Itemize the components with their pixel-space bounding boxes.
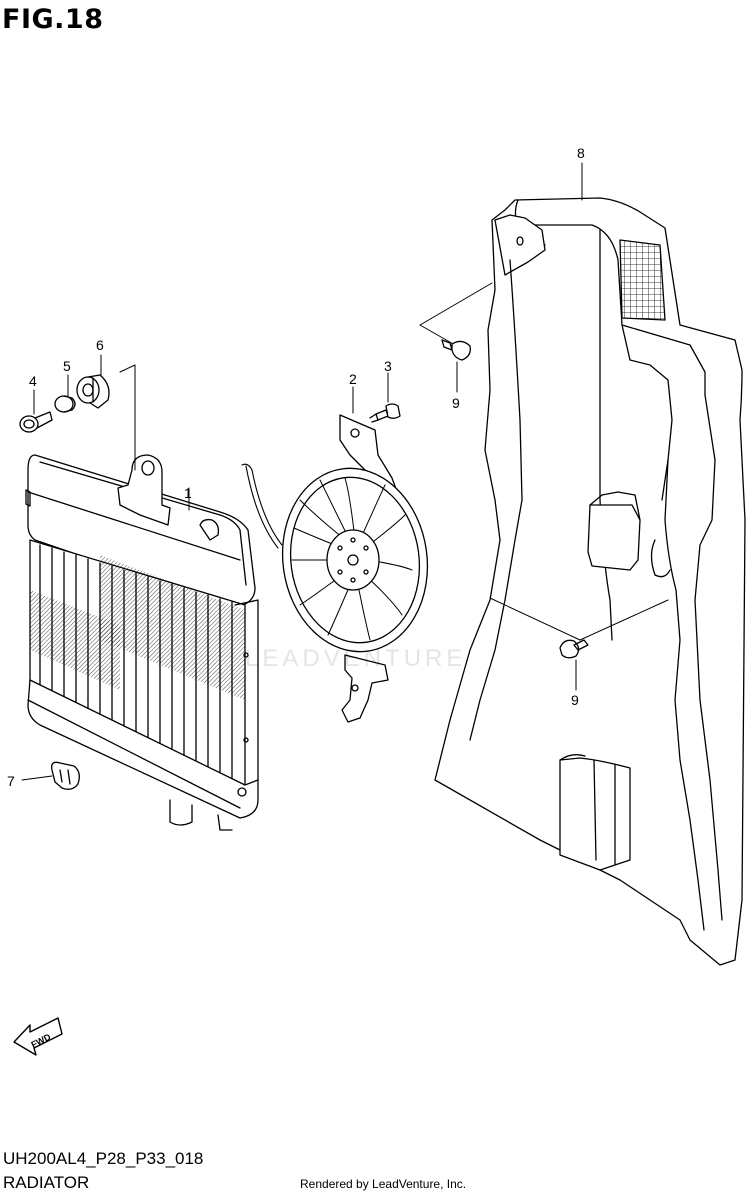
watermark: LEADVENTURE — [245, 645, 466, 672]
screw-3 — [369, 403, 401, 423]
svg-text:LEADVENTURE: LEADVENTURE — [245, 645, 466, 672]
screw-9-upper — [441, 339, 471, 361]
fwd-arrow-icon: FWD — [13, 1017, 63, 1056]
callout-1: 1 — [184, 485, 192, 501]
bolt-4 — [19, 411, 53, 433]
radiator-shroud — [419, 197, 746, 966]
callout-labels: 1 2 3 4 5 6 7 8 9 9 — [7, 145, 585, 789]
callout-7: 7 — [7, 773, 15, 789]
grommet-6 — [76, 374, 110, 409]
clip-7 — [51, 761, 80, 790]
callout-5: 5 — [63, 358, 71, 374]
callout-9-lower: 9 — [571, 692, 579, 708]
callout-3: 3 — [384, 358, 392, 374]
figure-title: FIG.18 — [2, 4, 104, 35]
leader-lines — [21, 162, 583, 781]
radiator — [25, 454, 259, 831]
callout-8: 8 — [577, 145, 585, 161]
figure-code: UH200AL4_P28_P33_018 — [3, 1149, 204, 1168]
callout-9-upper: 9 — [452, 395, 460, 411]
callout-4: 4 — [29, 373, 37, 389]
figure-name: RADIATOR — [3, 1173, 90, 1192]
collar-5 — [54, 395, 76, 413]
callout-2: 2 — [349, 371, 357, 387]
credit-text: Rendered by LeadVenture, Inc. — [300, 1177, 467, 1191]
callout-6: 6 — [96, 337, 104, 353]
cooling-fan — [241, 414, 429, 723]
screw-9-lower — [559, 639, 589, 659]
